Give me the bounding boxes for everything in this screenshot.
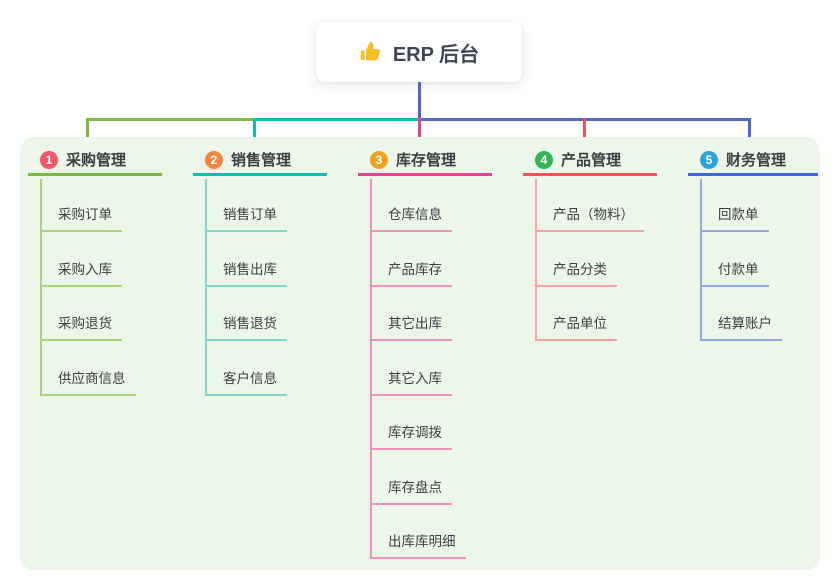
branch-label: 产品管理 — [561, 152, 622, 169]
branch-node[interactable]: 4 产品管理 — [523, 146, 657, 176]
branch-drop — [748, 118, 751, 146]
branch-number-badge: 4 — [535, 150, 553, 169]
child-node[interactable]: 付款单 — [700, 261, 769, 287]
root-connector — [418, 82, 421, 121]
child-node[interactable]: 库存调拨 — [370, 424, 452, 450]
branch-node[interactable]: 5 财务管理 — [688, 146, 818, 176]
child-node[interactable]: 客户信息 — [205, 370, 287, 396]
child-node[interactable]: 产品单位 — [535, 315, 617, 341]
child-node[interactable]: 销售退货 — [205, 315, 287, 341]
child-node[interactable]: 采购订单 — [40, 206, 122, 232]
branch-rail — [370, 179, 372, 559]
rail-segment — [86, 118, 253, 121]
branch-rail — [205, 179, 207, 396]
child-node[interactable]: 销售出库 — [205, 261, 287, 287]
child-node[interactable]: 产品库存 — [370, 261, 452, 287]
branch-drop — [418, 118, 421, 146]
branch-label: 库存管理 — [396, 152, 457, 169]
child-node[interactable]: 出库库明细 — [370, 533, 466, 559]
branch-rail — [535, 179, 537, 341]
branch-label: 采购管理 — [66, 152, 127, 169]
child-node[interactable]: 产品分类 — [535, 261, 617, 287]
branch-drop — [583, 118, 586, 146]
child-node[interactable]: 结算账户 — [700, 315, 782, 341]
branch-drop — [86, 118, 89, 146]
branch-label: 销售管理 — [231, 152, 292, 169]
child-node[interactable]: 采购入库 — [40, 261, 122, 287]
branch-node[interactable]: 2 销售管理 — [193, 146, 327, 176]
child-node[interactable]: 回款单 — [700, 206, 769, 232]
branch-drop — [253, 118, 256, 146]
branch-rail — [40, 179, 42, 396]
branch-node[interactable]: 1 采购管理 — [28, 146, 162, 176]
child-node[interactable]: 采购退货 — [40, 315, 122, 341]
thumbs-up-icon — [359, 40, 383, 64]
branch-node[interactable]: 3 库存管理 — [358, 146, 492, 176]
child-node[interactable]: 销售订单 — [205, 206, 287, 232]
child-node[interactable]: 其它出库 — [370, 315, 452, 341]
branch-number-badge: 1 — [40, 150, 58, 169]
child-node[interactable]: 其它入库 — [370, 370, 452, 396]
branch-rail — [700, 179, 702, 341]
branch-number-badge: 2 — [205, 150, 223, 169]
child-node[interactable]: 供应商信息 — [40, 370, 136, 396]
child-node[interactable]: 库存盘点 — [370, 479, 452, 505]
child-node[interactable]: 产品（物料） — [535, 206, 644, 232]
mindmap-panel — [20, 137, 820, 570]
branch-label: 财务管理 — [726, 152, 787, 169]
root-title: ERP 后台 — [392, 43, 480, 66]
branch-number-badge: 3 — [370, 150, 388, 169]
rail-segment — [253, 118, 418, 121]
child-node[interactable]: 仓库信息 — [370, 206, 452, 232]
branch-number-badge: 5 — [700, 150, 718, 169]
root-node[interactable]: ERP 后台 — [316, 22, 522, 82]
